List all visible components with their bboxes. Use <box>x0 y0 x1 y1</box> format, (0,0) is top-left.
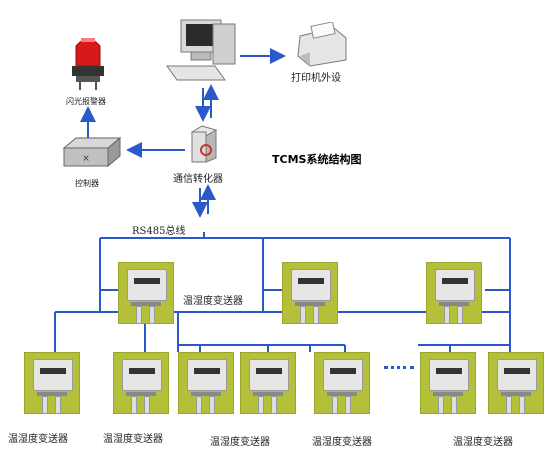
sensor-label: 温湿度变送器 <box>210 437 270 448</box>
sensor-device <box>178 352 234 414</box>
sensor-label: 温湿度变送器 <box>183 296 243 307</box>
diagram-title: TCMS系统结构图 <box>272 153 362 166</box>
sensor-label: 温湿度变送器 <box>453 437 513 448</box>
sensor-device <box>488 352 544 414</box>
converter-icon <box>190 125 218 163</box>
printer-icon <box>297 22 347 67</box>
alarm-light-icon <box>72 38 104 90</box>
sensor-device <box>314 352 370 414</box>
controller-icon: × <box>62 136 122 168</box>
sensor-device <box>113 352 169 414</box>
sensor-device <box>118 262 174 324</box>
sensor-device <box>240 352 296 414</box>
sensor-device <box>426 262 482 324</box>
sensor-device <box>420 352 476 414</box>
svg-text:×: × <box>82 154 90 164</box>
ellipsis-dots <box>384 366 414 369</box>
printer-label: 打印机外设 <box>291 73 341 84</box>
sensor-device <box>24 352 80 414</box>
controller-label: 控制器 <box>75 179 99 188</box>
computer-icon <box>166 19 236 81</box>
rs485-bus-lines <box>54 232 511 352</box>
alarm-label: 闪光报警器 <box>66 97 106 106</box>
sensor-label: 温湿度变送器 <box>8 434 68 445</box>
sensor-label: 温湿度变送器 <box>312 437 372 448</box>
sensor-device <box>282 262 338 324</box>
sensor-label: 温湿度变送器 <box>103 434 163 445</box>
bus-label: RS485总线 <box>132 226 186 237</box>
converter-label: 通信转化器 <box>173 174 223 185</box>
